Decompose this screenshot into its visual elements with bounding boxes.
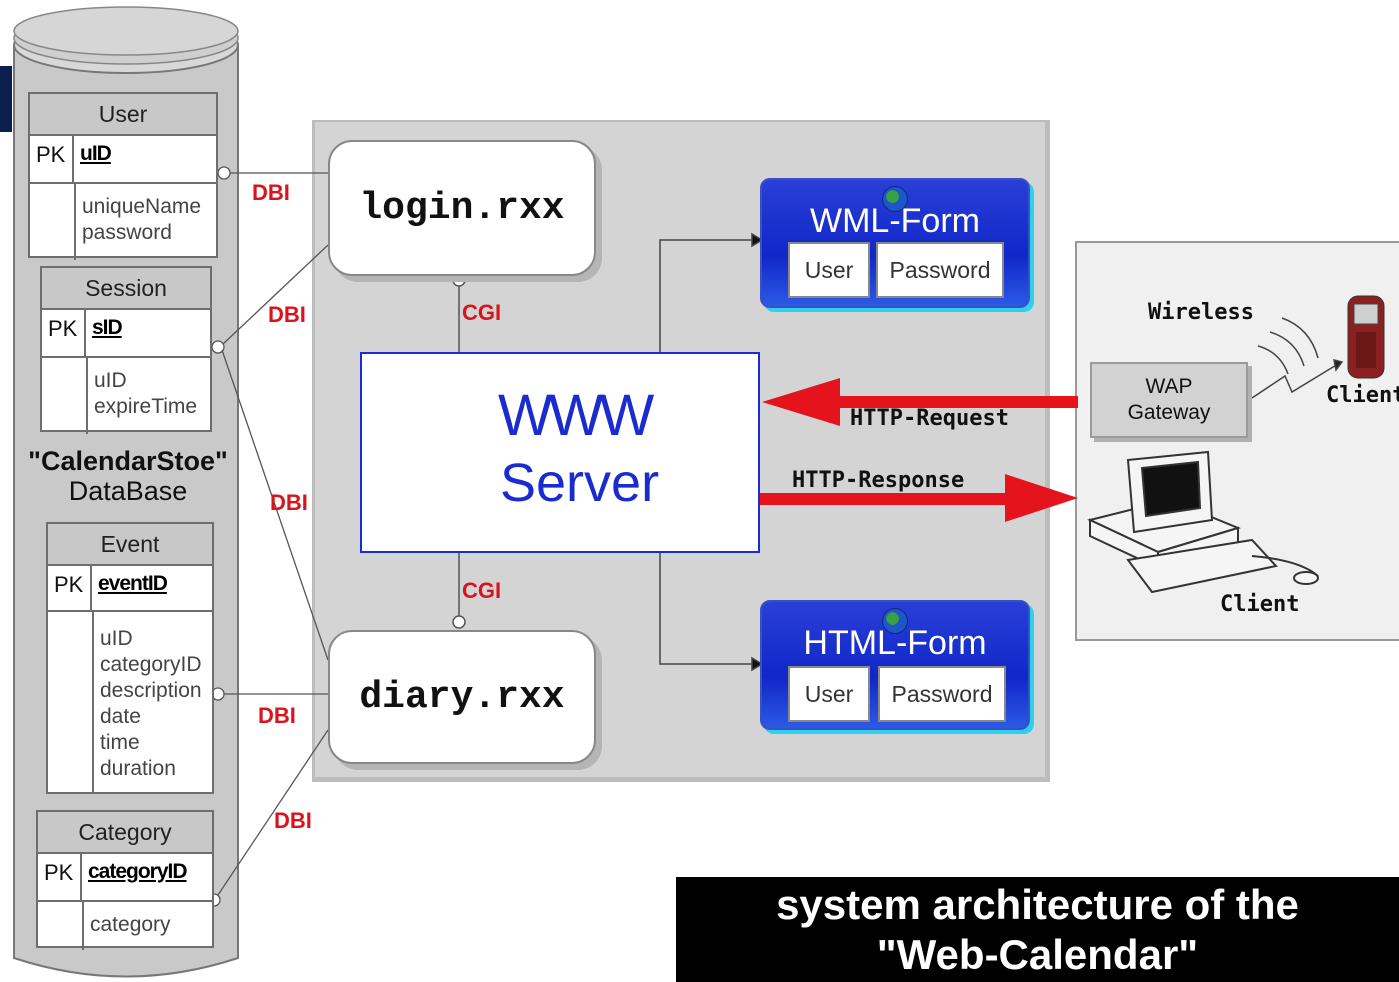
table-session-fields: uID expireTime — [88, 358, 197, 434]
field-category: category — [90, 913, 171, 936]
table-category-title: Category — [38, 812, 212, 854]
login-script-box: login.rxx — [328, 140, 596, 276]
cgi-label-login: CGI — [462, 300, 502, 325]
table-event-title: Event — [48, 524, 212, 566]
table-user-fields: uniqueName password — [76, 184, 201, 260]
field-description: description — [100, 679, 202, 702]
wml-password-field[interactable]: Password — [876, 242, 1004, 298]
server-label-line2: Server — [500, 453, 660, 513]
table-event: Event PK eventID uID categoryID descript… — [46, 522, 214, 794]
http-response-arrow — [760, 474, 1078, 522]
globe-icon — [882, 608, 908, 634]
table-category-pk: categoryID — [88, 860, 188, 883]
table-user-pk: uID — [80, 142, 112, 165]
www-server-box: WWW Server — [360, 352, 760, 553]
wireless-waves — [1251, 317, 1344, 399]
table-category: Category PK categoryID category — [36, 810, 214, 950]
dbi-label-category: DBI — [274, 808, 312, 833]
field-uniquename: uniqueName — [82, 195, 202, 218]
html-form: HTML-Form User Password — [760, 600, 1030, 730]
table-event-pk: eventID — [98, 572, 168, 595]
html-password-field[interactable]: Password — [878, 666, 1006, 722]
table-event-fields: uID categoryID description date time dur… — [94, 612, 202, 794]
table-category-fields: category — [84, 902, 171, 950]
table-category-pk-label: PK — [38, 854, 82, 900]
field-time: time — [100, 731, 140, 754]
dbi-label-event: DBI — [258, 703, 296, 728]
field-uid: uID — [100, 627, 133, 650]
field-categoryid: categoryID — [100, 653, 202, 676]
server-label-line1: WWW — [498, 383, 654, 448]
caption-line2: "Web-Calendar" — [876, 931, 1199, 978]
field-date: date — [100, 705, 141, 728]
dbi-label-session-diary: DBI — [270, 490, 308, 515]
database-name: "CalendarStoe" — [28, 446, 228, 476]
globe-icon — [882, 186, 908, 212]
table-user-pk-label: PK — [30, 136, 74, 182]
cgi-connectors — [452, 273, 466, 629]
database-label: "CalendarStoe" DataBase — [18, 446, 238, 506]
http-request-label: HTTP-Request — [850, 406, 1009, 431]
mobile-phone-icon — [1347, 295, 1385, 379]
table-session-title: Session — [42, 268, 210, 310]
wap-gateway-box: WAP Gateway — [1090, 362, 1248, 438]
table-user-title: User — [30, 94, 216, 136]
database-type: DataBase — [68, 476, 188, 506]
dbi-label-session-login: DBI — [268, 302, 306, 327]
field-uid: uID — [94, 369, 127, 392]
html-user-field[interactable]: User — [788, 666, 870, 722]
wml-form: WML-Form User Password — [760, 178, 1030, 308]
navy-edge-tab — [0, 66, 12, 132]
gateway-line1: WAP — [1145, 375, 1193, 398]
field-expiretime: expireTime — [94, 395, 198, 418]
wireless-label: Wireless — [1148, 300, 1254, 325]
gateway-line2: Gateway — [1127, 401, 1211, 424]
desktop-computer-icon — [1087, 450, 1319, 594]
cgi-label-diary: CGI — [462, 578, 502, 603]
diary-script-box: diary.rxx — [328, 630, 596, 764]
table-session-pk: sID — [92, 316, 123, 339]
wml-form-title: WML-Form — [810, 202, 980, 240]
http-request-arrow — [762, 378, 1078, 426]
caption-line1: system architecture of the — [776, 881, 1299, 928]
mobile-client-label: Client — [1326, 383, 1399, 408]
diagram-caption: system architecture of the "Web-Calendar… — [676, 877, 1399, 982]
field-duration: duration — [100, 757, 176, 780]
html-form-title: HTML-Form — [803, 624, 987, 662]
login-script-label: login.rxx — [359, 186, 565, 230]
dbi-label-user: DBI — [252, 180, 290, 205]
diary-script-label: diary.rxx — [359, 675, 565, 719]
field-password: password — [82, 221, 172, 244]
table-event-pk-label: PK — [48, 566, 92, 610]
http-response-label: HTTP-Response — [792, 468, 965, 493]
form-connectors — [659, 232, 764, 672]
table-user: User PK uID uniqueName password — [28, 92, 218, 260]
table-session-pk-label: PK — [42, 310, 86, 356]
desktop-client-label: Client — [1220, 592, 1300, 617]
table-session: Session PK sID uID expireTime — [40, 266, 212, 434]
wml-user-field[interactable]: User — [788, 242, 870, 298]
